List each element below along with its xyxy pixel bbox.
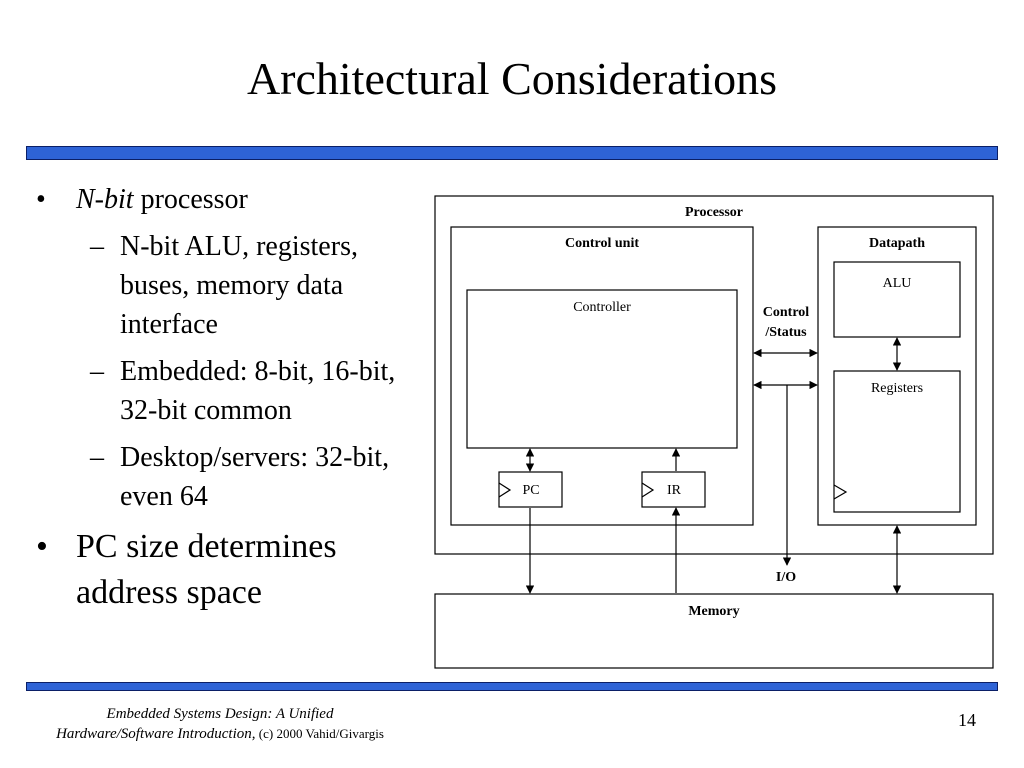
bullet-nbit-processor: • N-bit processor xyxy=(30,180,430,219)
controller-box xyxy=(466,289,738,449)
sub-bullet-text: Desktop/servers: 32-bit, even 64 xyxy=(120,442,390,512)
control-unit-label: Control unit xyxy=(565,236,639,251)
control-status-label-line1: Control xyxy=(763,305,810,320)
controller-label: Controller xyxy=(573,300,631,315)
sub-bullet-alu: – N-bit ALU, registers, buses, memory da… xyxy=(30,227,430,344)
footer-line2-plain: (c) 2000 Vahid/Givargis xyxy=(255,726,384,741)
datapath-label: Datapath xyxy=(869,236,925,251)
footer-citation: Embedded Systems Design: A Unified Hardw… xyxy=(30,704,410,744)
datapath-box xyxy=(817,226,977,526)
dash-glyph: – xyxy=(90,356,104,387)
ir-label: IR xyxy=(667,483,682,498)
footer-line2-italic: Hardware/Software Introduction, xyxy=(56,726,256,742)
top-divider-bar xyxy=(26,146,998,160)
footer-line1: Embedded Systems Design: A Unified xyxy=(106,706,334,722)
processor-label: Processor xyxy=(685,205,743,220)
control-status-label-line2: /Status xyxy=(764,325,807,340)
ir-clock-triangle-icon xyxy=(641,482,655,498)
bullet-text: PC size determines address space xyxy=(76,528,337,611)
registers-label: Registers xyxy=(871,381,923,396)
dash-glyph: – xyxy=(90,442,104,473)
control-unit-box xyxy=(450,226,754,526)
bullet-italic-text: N-bit xyxy=(76,184,134,215)
alu-box xyxy=(833,261,961,338)
memory-box xyxy=(434,593,994,669)
slide-title: Architectural Considerations xyxy=(246,53,778,104)
pc-clock-triangle-icon xyxy=(498,482,512,498)
memory-label: Memory xyxy=(688,604,739,619)
sub-bullet-embedded: – Embedded: 8-bit, 16-bit, 32-bit common xyxy=(30,352,430,430)
bullet-glyph: • xyxy=(36,184,46,215)
io-label: I/O xyxy=(776,570,796,585)
sub-bullet-text: N-bit ALU, registers, buses, memory data… xyxy=(120,231,358,340)
registers-box xyxy=(833,370,961,513)
bullet-text: processor xyxy=(133,184,248,215)
bullet-glyph: • xyxy=(36,528,48,565)
pc-box xyxy=(498,471,563,508)
bullet-pc-size: • PC size determines address space xyxy=(30,524,430,616)
page-number: 14 xyxy=(958,710,976,730)
processor-box xyxy=(434,195,994,555)
bullet-list: • N-bit processor – N-bit ALU, registers… xyxy=(30,180,430,624)
sub-bullet-desktop: – Desktop/servers: 32-bit, even 64 xyxy=(30,438,430,516)
registers-clock-triangle-icon xyxy=(833,484,848,500)
bottom-divider-bar xyxy=(26,682,998,691)
dash-glyph: – xyxy=(90,231,104,262)
ir-box xyxy=(641,471,706,508)
alu-label: ALU xyxy=(883,276,912,291)
sub-bullet-text: Embedded: 8-bit, 16-bit, 32-bit common xyxy=(120,356,396,426)
pc-label: PC xyxy=(522,483,539,498)
